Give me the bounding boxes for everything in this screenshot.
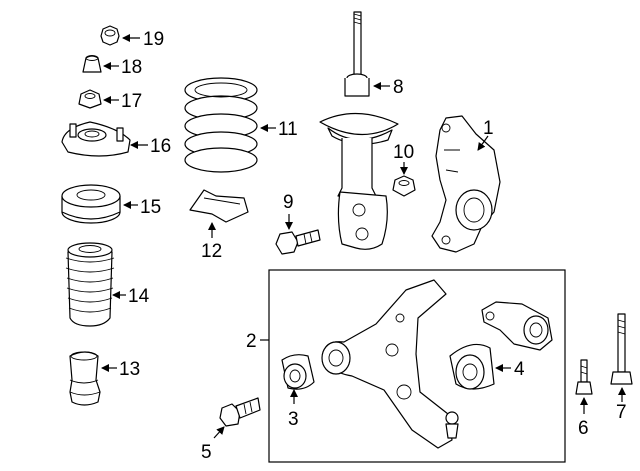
callout-6: 6 <box>578 418 589 439</box>
part-15-spring-seat[interactable] <box>61 184 121 224</box>
part-19-nut[interactable] <box>100 25 120 46</box>
callout-7: 7 <box>616 402 627 423</box>
part-13-bump-stop[interactable] <box>69 351 101 406</box>
part-18-cap[interactable] <box>82 55 102 73</box>
callout-1: 1 <box>483 118 494 139</box>
part-lower-control-arm[interactable] <box>321 279 459 449</box>
part-9-bolt[interactable] <box>275 229 321 255</box>
part-6-bolt[interactable] <box>575 359 593 395</box>
part-11-coil-spring[interactable] <box>184 77 258 173</box>
callout-15: 15 <box>140 197 161 218</box>
callout-9: 9 <box>283 192 294 213</box>
part-16-strut-mount[interactable] <box>61 121 131 157</box>
part-17-nut[interactable] <box>78 89 102 109</box>
leader-1 <box>477 135 489 151</box>
callout-10: 10 <box>393 142 414 163</box>
callout-4: 4 <box>514 359 525 380</box>
part-12-insulator[interactable] <box>189 189 249 223</box>
callout-5: 5 <box>201 442 212 463</box>
part-7-bolt[interactable] <box>610 313 633 385</box>
part-4-bushing[interactable] <box>449 343 495 390</box>
bushing-bracket[interactable] <box>481 301 553 351</box>
part-5-bolt[interactable] <box>219 397 261 427</box>
part-8-strut-assembly[interactable] <box>319 11 399 250</box>
callout-11: 11 <box>278 119 298 140</box>
callout-3: 3 <box>288 409 299 430</box>
callout-19: 19 <box>143 29 164 50</box>
lower-arm-group-frame <box>268 269 566 463</box>
callout-13: 13 <box>119 359 140 380</box>
callout-18: 18 <box>121 57 142 78</box>
leader-5 <box>213 426 225 439</box>
callout-17: 17 <box>121 91 142 112</box>
callout-16: 16 <box>150 136 171 157</box>
part-3-bushing[interactable] <box>281 354 315 390</box>
callout-8: 8 <box>393 77 404 98</box>
callout-12: 12 <box>201 241 222 262</box>
part-10-nut[interactable] <box>392 175 416 197</box>
callout-14: 14 <box>128 286 150 307</box>
part-14-dust-boot[interactable] <box>65 242 115 327</box>
callout-2: 2 <box>246 331 257 352</box>
